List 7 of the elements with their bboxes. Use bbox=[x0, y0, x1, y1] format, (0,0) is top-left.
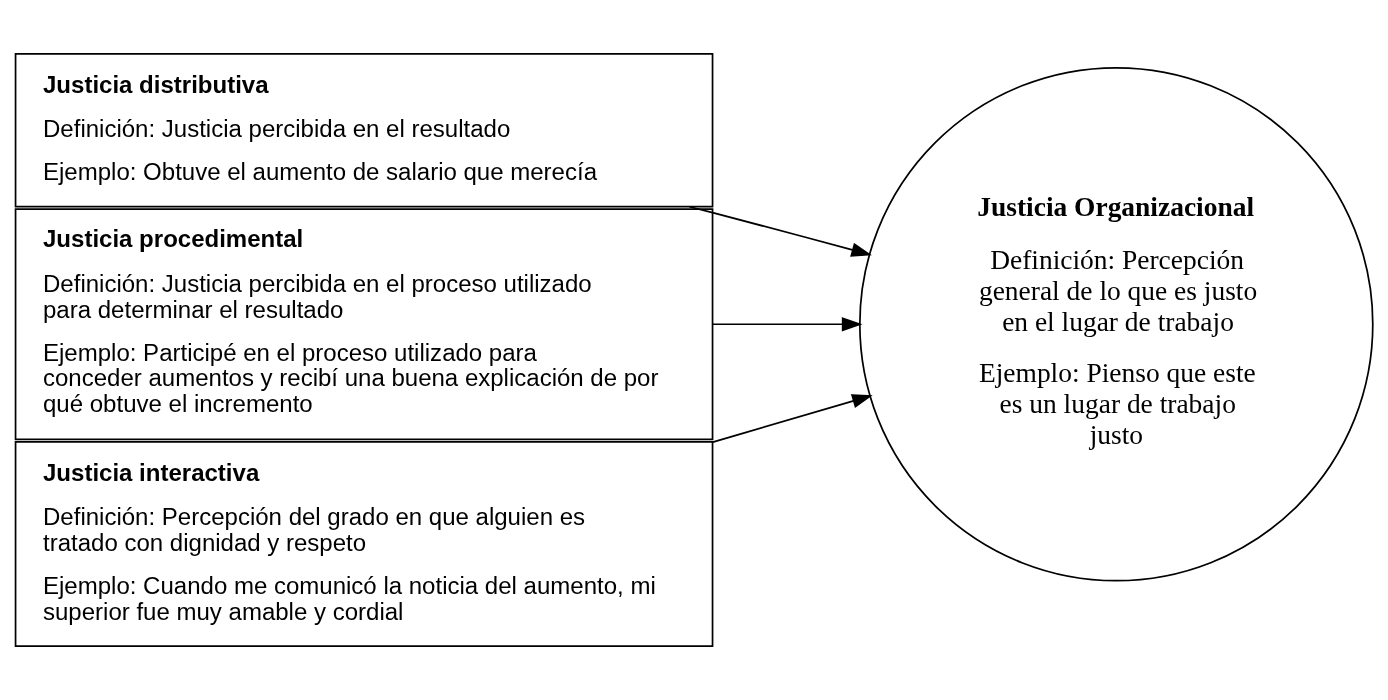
node-box: Justicia distributiva Definición: Justicia percibida en el resultado Ejemplo: Obtuve el aumento de salario que merecía bbox=[14, 53, 714, 208]
arrow bbox=[711, 394, 873, 443]
arrow bbox=[688, 205, 872, 257]
node-box: Justicia procedimental Definición: Justicia percibida en el proceso utilizado para determinar el resultado Ejemplo: Participé en el proceso utilizado para conceder aumentos y recibí una buena explicación de por qué obtuve el incremento bbox=[14, 208, 714, 441]
arrow bbox=[711, 317, 863, 332]
node-box: Justicia interactiva Definición: Percepción del grado en que alguien es tratado con dignidad y respeto Ejemplo: Cuando me comunicó la noticia del aumento, mi superior fue muy amable y cordial bbox=[14, 440, 714, 647]
node-circle: Justicia Organizacional Definición: Percepción general de lo que es justo en el lugar de trabajo Ejemplo: Pienso que este es un lugar de trabajo justo bbox=[858, 66, 1374, 582]
